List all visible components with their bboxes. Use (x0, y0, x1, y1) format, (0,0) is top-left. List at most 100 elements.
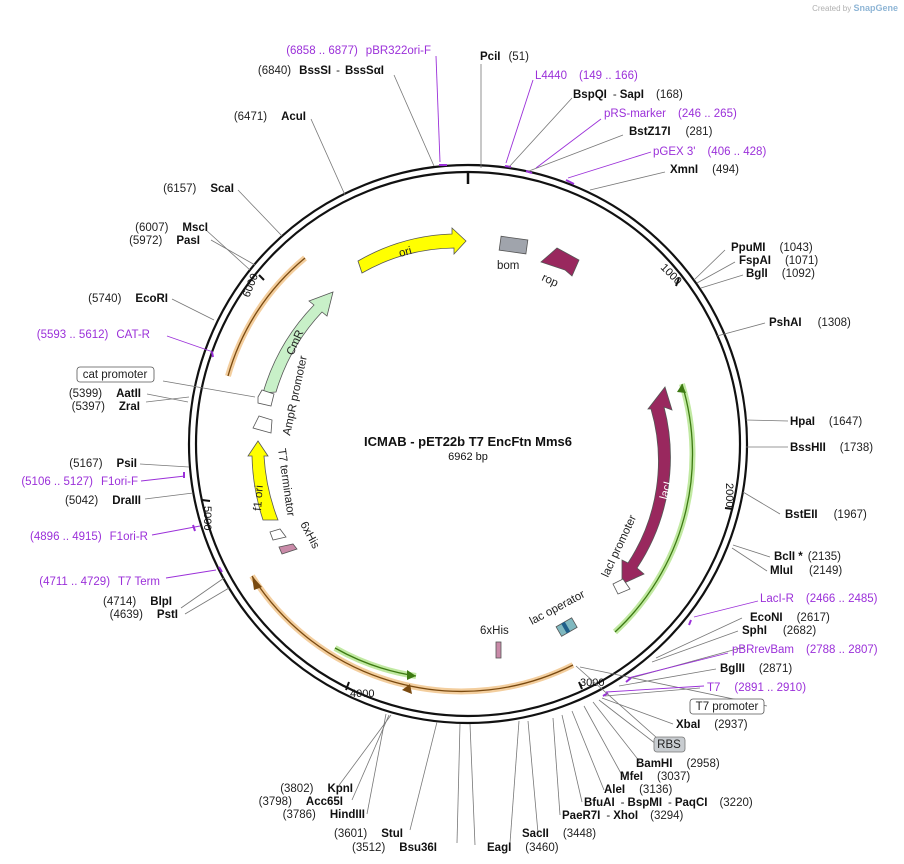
enzyme-pcii[interactable]: PciI(51) (480, 51, 529, 63)
enzyme-bamhi[interactable]: BamHI(2958) (636, 758, 720, 770)
primer-pbrrevbam[interactable]: pBRrevBam(2788 .. 2807) (732, 644, 878, 656)
enzyme-hpai[interactable]: HpaI(1647) (790, 416, 862, 428)
6xhis-center-label: 6xHis (480, 625, 509, 637)
enzyme-xbai[interactable]: XbaI(2937) (676, 719, 748, 731)
bom-box (498, 235, 529, 255)
t7-terminator-arrow (269, 528, 287, 541)
enzyme-msci[interactable]: (6007)MscI (135, 222, 208, 234)
enzyme-bstz17i[interactable]: BstZ17I(281) (629, 126, 713, 138)
leader-lines (139, 64, 789, 846)
plasmid-title: ICMAB - pET22b T7 EncFtn Mms6 (364, 434, 572, 449)
primer-t7-term[interactable]: (4711 .. 4729)T7 Term (39, 576, 160, 588)
enzyme-bsu36i[interactable]: (3512)Bsu36I (352, 842, 437, 854)
enzyme-zrai[interactable]: (5397)ZraI (72, 401, 140, 413)
primer-pgex3[interactable]: pGEX 3'(406 .. 428) (653, 146, 766, 158)
enzyme-mfei[interactable]: MfeI(3037) (620, 771, 690, 783)
enzyme-eagi[interactable]: EagI(3460) (487, 842, 559, 854)
lac-operator-label: lac operator (528, 588, 587, 627)
snapgene-brand: SnapGene (853, 3, 898, 13)
tick-label-3000: 3000 (580, 677, 604, 689)
plasmid-size: 6962 bp (448, 451, 488, 463)
enzyme-xmni[interactable]: XmnI(494) (670, 164, 739, 176)
laci-arrow (621, 386, 673, 585)
rop-label: rop (540, 272, 560, 290)
enzyme-acui[interactable]: (6471)AcuI (234, 111, 306, 123)
primer-l4440[interactable]: L4440(149 .. 166) (535, 70, 638, 82)
enzyme-bsteii[interactable]: BstEII(1967) (785, 509, 867, 521)
green-arc-right (614, 383, 694, 633)
ori-arrow (357, 227, 467, 274)
enzyme-blpi[interactable]: (4714)BlpI (103, 596, 172, 608)
enzyme-stui[interactable]: (3601)StuI (334, 828, 403, 840)
enzyme-bsssi[interactable]: (6840)BssSI-BssSαI (258, 65, 384, 77)
enzyme-psti[interactable]: (4639)PstI (110, 609, 178, 621)
primer-labels: (6858 .. 6877)pBR322ori-F L4440(149 .. 1… (21, 45, 877, 694)
primer-f1ori-f[interactable]: (5106 .. 5127)F1ori-F (21, 476, 138, 488)
enzyme-ppumi[interactable]: PpuMI(1043) (731, 242, 813, 254)
cat-promoter-label[interactable]: cat promoter (83, 369, 148, 381)
enzyme-psii[interactable]: (5167)PsiI (69, 458, 137, 470)
laci-label: lacI (658, 480, 674, 500)
f1-ori-arrow (247, 440, 279, 521)
boxed-labels: cat promoter T7 promoter RBS (76, 366, 765, 753)
enzyme-bsshii[interactable]: BssHII(1738) (790, 442, 873, 454)
enzyme-econi[interactable]: EcoNI(2617) (750, 612, 830, 624)
t7-promoter-label[interactable]: T7 promoter (696, 701, 759, 713)
primer-f1ori-r[interactable]: (4896 .. 4915)F1ori-R (30, 531, 148, 543)
enzyme-hindiii[interactable]: (3786)HindIII (283, 809, 365, 821)
t7-terminator-label: T7 terminator (275, 448, 296, 518)
created-by-snapgene: Created by SnapGene (812, 3, 898, 13)
enzyme-draiii[interactable]: (5042)DraIII (65, 495, 141, 507)
ampr-promoter-arrow-2 (252, 415, 273, 434)
primer-t7[interactable]: T7(2891 .. 2910) (707, 682, 806, 694)
enzyme-kpni[interactable]: (3802)KpnI (280, 783, 353, 795)
enzyme-acc65i[interactable]: (3798)Acc65I (259, 796, 343, 808)
ori-label: ori (398, 245, 413, 260)
enzyme-alei[interactable]: AleI(3136) (604, 784, 673, 796)
enzyme-scai[interactable]: (6157)ScaI (163, 183, 234, 195)
enzyme-bfuai-bspmi-paqci[interactable]: BfuAI-BspMI-PaqCI(3220) (584, 797, 753, 809)
enzyme-bglii[interactable]: BglII(2871) (720, 663, 792, 675)
f1-ori-label: f1 ori (252, 485, 266, 511)
enzyme-pshai[interactable]: PshAI(1308) (769, 317, 851, 329)
6xhis-left-label: 6xHis (297, 520, 321, 551)
enzyme-paer7i-xhoi[interactable]: PaeR7I-XhoI(3294) (562, 810, 684, 822)
enzyme-ecori[interactable]: (5740)EcoRI (88, 293, 168, 305)
primer-cat-r[interactable]: (5593 .. 5612)CAT-R (37, 329, 150, 341)
tick-label-4000: 4000 (350, 688, 374, 700)
enzyme-sphi[interactable]: SphI(2682) (742, 625, 816, 637)
enzyme-sacii[interactable]: SacII(3448) (522, 828, 596, 840)
enzyme-bcli[interactable]: BclI *(2135) (774, 551, 841, 563)
laci-promoter-arrow (612, 578, 631, 595)
primer-prs-marker[interactable]: pRS-marker(246 .. 265) (604, 108, 737, 120)
enzyme-bspqi-sapi[interactable]: BspQI-SapI(168) (573, 89, 683, 101)
enzyme-fspai[interactable]: FspAI(1071) (739, 255, 818, 267)
cmr-label: CmR (285, 328, 307, 357)
primer-marks (183, 164, 692, 697)
orange-arc-bottom (251, 575, 574, 693)
6xhis-center-mark (495, 641, 502, 659)
tick-label-5000: 5000 (201, 506, 213, 530)
tick-label-6000: 6000 (241, 272, 261, 299)
primer-leaders (140, 55, 759, 693)
created-by-text: Created by (812, 4, 852, 13)
enzyme-aatii[interactable]: (5399)AatII (69, 388, 141, 400)
cmr-arrow (262, 291, 334, 394)
rop-arrow (540, 247, 580, 277)
primer-pbr322ori-f[interactable]: (6858 .. 6877)pBR322ori-F (286, 45, 431, 57)
enzyme-bgli[interactable]: BglI(1092) (746, 268, 815, 280)
6xhis-left-mark (278, 543, 298, 555)
backbone-outer-circle (187, 163, 749, 725)
ampr-promoter-arrow (257, 389, 275, 407)
primer-laci-r[interactable]: LacI-R(2466 .. 2485) (760, 593, 878, 605)
bom-label: bom (497, 260, 519, 272)
enzyme-pasi[interactable]: (5972)PasI (129, 235, 200, 247)
enzyme-mlui[interactable]: MluI(2149) (770, 565, 842, 577)
tick-label-1000: 1000 (658, 262, 684, 288)
rbs-label[interactable]: RBS (657, 739, 681, 751)
orange-arc-upper-left (227, 257, 306, 377)
tick-label-2000: 2000 (723, 483, 735, 507)
enzyme-labels: PciI(51) BspQI-SapI(168) BstZ17I(281) Xm… (65, 51, 873, 854)
lac-operator-mark (555, 617, 578, 637)
